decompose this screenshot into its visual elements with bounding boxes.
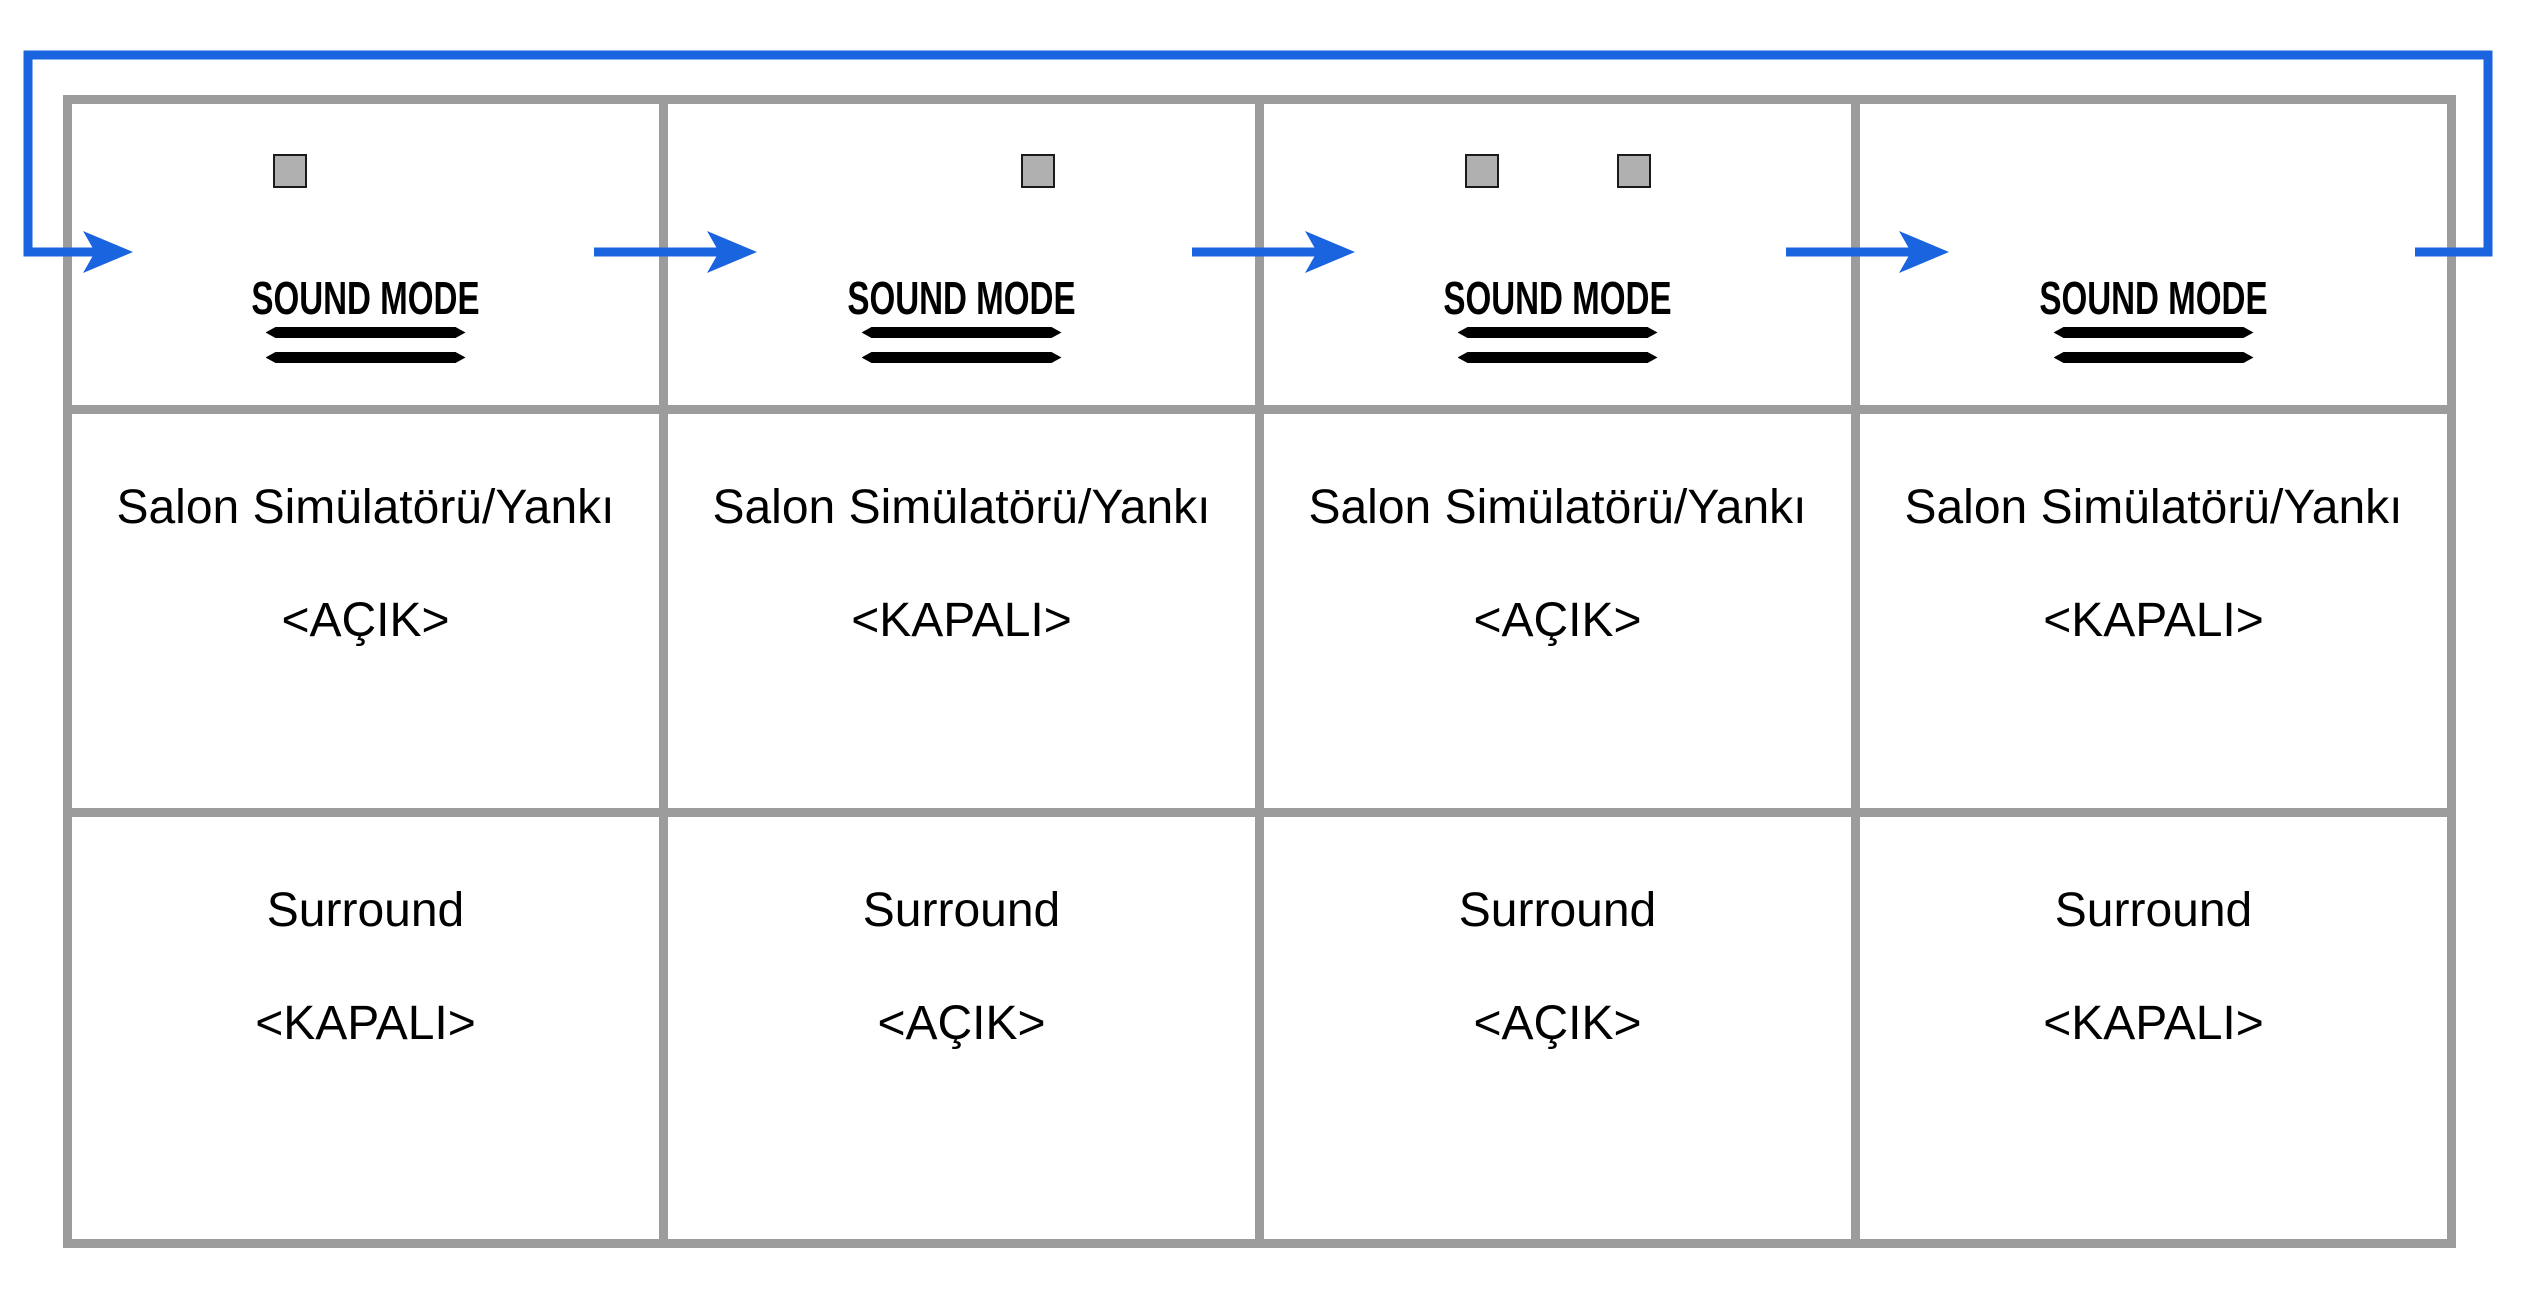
sound-mode-button-label: SOUND MODE: [1443, 272, 1672, 324]
indicator-row: [264, 154, 468, 188]
setting-name: Surround: [2054, 884, 2253, 937]
setting-cell: Salon Simülatörü/Yankı <AÇIK>: [1264, 414, 1851, 817]
sound-mode-button-cell: SOUND MODE: [72, 104, 659, 414]
button-bar-icon: [266, 327, 466, 338]
setting-name: Surround: [862, 884, 1061, 937]
setting-cell: Surround <AÇIK>: [1264, 817, 1851, 1239]
indicator-row: [2052, 154, 2256, 188]
setting-name: Salon Simülatörü/Yankı: [712, 481, 1211, 534]
setting-cell: Surround <KAPALI>: [72, 817, 659, 1239]
button-bar-icon: [2054, 327, 2254, 338]
indicator-left-icon: [1464, 154, 1499, 188]
indicator-left-icon: [272, 154, 307, 188]
setting-state: <KAPALI>: [255, 997, 476, 1050]
setting-cell: Salon Simülatörü/Yankı <KAPALI>: [1860, 414, 2447, 817]
sound-mode-button-cell: SOUND MODE: [1264, 104, 1851, 414]
setting-cell: Surround <AÇIK>: [668, 817, 1255, 1239]
button-bar-icon: [1458, 352, 1658, 363]
setting-state: <AÇIK>: [877, 997, 1046, 1050]
sound-mode-button-label: SOUND MODE: [847, 272, 1076, 324]
indicator-right-icon: [1616, 154, 1651, 188]
button-bar-icon: [2054, 352, 2254, 363]
button-bar-icon: [266, 352, 466, 363]
cycle-step-4: SOUND MODE Salon Simülatörü/Yankı <KAPAL…: [1860, 104, 2447, 1239]
setting-state: <AÇIK>: [1473, 997, 1642, 1050]
setting-state: <KAPALI>: [2043, 594, 2264, 647]
button-bar-icon: [862, 327, 1062, 338]
sound-mode-button-cell: SOUND MODE: [668, 104, 1255, 414]
setting-name: Salon Simülatörü/Yankı: [116, 481, 615, 534]
setting-state: <KAPALI>: [851, 594, 1072, 647]
button-bar-icon: [862, 352, 1062, 363]
setting-name: Salon Simülatörü/Yankı: [1308, 481, 1807, 534]
setting-state: <AÇIK>: [281, 594, 450, 647]
setting-cell: Salon Simülatörü/Yankı <AÇIK>: [72, 414, 659, 817]
cycle-step-1: SOUND MODE Salon Simülatörü/Yankı <AÇIK>…: [72, 104, 668, 1239]
indicator-row: [860, 154, 1064, 188]
sound-mode-button-label: SOUND MODE: [251, 272, 480, 324]
setting-cell: Salon Simülatörü/Yankı <KAPALI>: [668, 414, 1255, 817]
indicator-row: [1456, 154, 1660, 188]
sound-mode-cycle-diagram: SOUND MODE Salon Simülatörü/Yankı <AÇIK>…: [63, 95, 2456, 1248]
cycle-step-2: SOUND MODE Salon Simülatörü/Yankı <KAPAL…: [668, 104, 1264, 1239]
setting-state: <KAPALI>: [2043, 997, 2264, 1050]
sound-mode-button-cell: SOUND MODE: [1860, 104, 2447, 414]
sound-mode-button-label: SOUND MODE: [2039, 272, 2268, 324]
setting-state: <AÇIK>: [1473, 594, 1642, 647]
setting-name: Surround: [1458, 884, 1657, 937]
cycle-step-3: SOUND MODE Salon Simülatörü/Yankı <AÇIK>…: [1264, 104, 1860, 1239]
button-bar-icon: [1458, 327, 1658, 338]
setting-cell: Surround <KAPALI>: [1860, 817, 2447, 1239]
indicator-right-icon: [1020, 154, 1055, 188]
setting-name: Salon Simülatörü/Yankı: [1904, 481, 2403, 534]
setting-name: Surround: [266, 884, 465, 937]
